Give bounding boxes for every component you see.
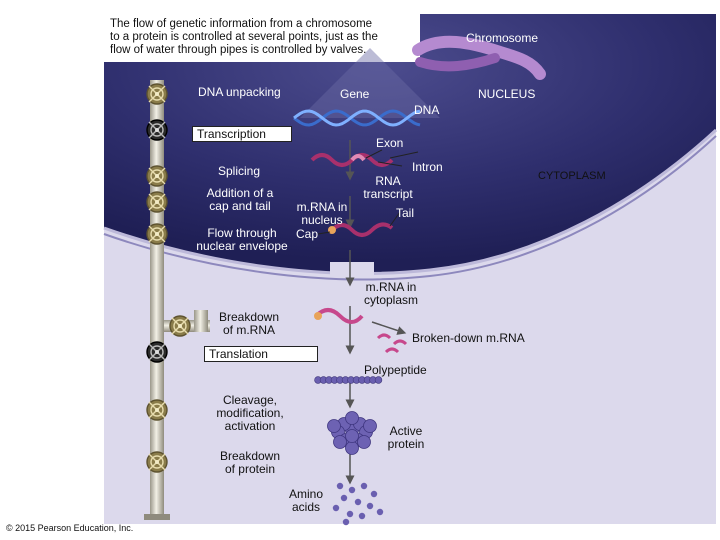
rna-transcript bbox=[310, 153, 394, 167]
cytoplasm-label: CYTOPLASM bbox=[538, 170, 606, 182]
protein-subunit bbox=[345, 411, 359, 425]
protein-subunit bbox=[345, 441, 359, 455]
gene-label: Gene bbox=[340, 87, 370, 101]
protein-subunit bbox=[327, 419, 341, 433]
mrna-nucleus-label: m.RNA in nucleus bbox=[290, 201, 354, 227]
step-cleavage-1: Cleavage, bbox=[222, 393, 278, 407]
step-breakdown-protein-1: Breakdown bbox=[219, 449, 281, 463]
mrna-cytoplasm-label-2: cytoplasm bbox=[363, 293, 419, 307]
caption-line-3: flow of water through pipes is controlle… bbox=[110, 44, 367, 56]
rna-transcript-label: RNA transcript bbox=[356, 175, 420, 201]
protein-subunit bbox=[333, 435, 347, 449]
step-cleavage: Cleavage, modification, activation bbox=[206, 394, 294, 433]
active-protein-label: Active protein bbox=[376, 425, 436, 451]
mrna-nucleus-label-1: m.RNA in bbox=[296, 200, 348, 214]
valve-icon bbox=[146, 165, 168, 187]
amino-acid bbox=[360, 482, 368, 490]
exon-label: Exon bbox=[376, 136, 404, 150]
step-transcription: Transcription bbox=[192, 126, 292, 142]
tail-label: Tail bbox=[396, 206, 415, 220]
nuclear-envelope bbox=[103, 128, 718, 275]
valve-icon bbox=[146, 191, 168, 213]
step-flow-2: nuclear envelope bbox=[196, 239, 288, 253]
active-protein-label-2: protein bbox=[387, 437, 425, 451]
leader-lines bbox=[317, 149, 419, 235]
dna-double-helix bbox=[293, 109, 421, 127]
polypeptide-label: Polypeptide bbox=[364, 363, 427, 377]
amino-acids-label-2: acids bbox=[291, 500, 320, 514]
nuclear-pore bbox=[330, 262, 374, 276]
protein-subunit bbox=[345, 429, 359, 443]
caption-line-1: The flow of genetic information from a c… bbox=[110, 18, 373, 30]
mrna-cytoplasm bbox=[314, 308, 364, 324]
step-flow-1: Flow through bbox=[207, 226, 277, 240]
step-flow: Flow through nuclear envelope bbox=[190, 227, 294, 253]
step-splicing: Splicing bbox=[218, 164, 261, 178]
step-cleavage-3: activation bbox=[224, 419, 276, 433]
amino-acids-label-1: Amino bbox=[288, 487, 323, 501]
gene-expansion bbox=[300, 48, 440, 118]
active-protein bbox=[327, 411, 377, 455]
nucleus-label: NUCLEUS bbox=[478, 87, 536, 101]
rna-transcript-label-2: transcript bbox=[363, 187, 413, 201]
amino-acid bbox=[336, 482, 344, 490]
step-breakdown-protein-2: of protein bbox=[224, 462, 276, 476]
amino-acid bbox=[358, 512, 366, 520]
protein-subunit bbox=[363, 419, 377, 433]
dna-strand-2 bbox=[293, 109, 421, 127]
dna-strand-1 bbox=[293, 109, 421, 127]
valve-icon bbox=[146, 451, 168, 473]
amino-acid bbox=[332, 504, 340, 512]
step-breakdown-mrna-1: Breakdown bbox=[218, 310, 280, 324]
amino-acids bbox=[332, 482, 384, 526]
polypeptide-bead bbox=[374, 376, 383, 384]
nucleus-region bbox=[104, 14, 716, 274]
polypeptide-chain bbox=[314, 376, 383, 384]
mrna-nucleus-label-2: nucleus bbox=[301, 213, 343, 227]
valve-icon bbox=[146, 341, 168, 363]
broken-mrna-label: Broken-down m.RNA bbox=[412, 331, 525, 345]
step-breakdown-protein: Breakdown of protein bbox=[212, 450, 288, 476]
amino-acid bbox=[346, 510, 354, 518]
flow-arrows bbox=[345, 140, 407, 485]
valve-icon bbox=[169, 315, 191, 337]
step-addition-1: Addition of a bbox=[206, 186, 274, 200]
step-translation: Translation bbox=[204, 346, 318, 362]
chromosome bbox=[412, 35, 546, 80]
step-breakdown-mrna-2: of m.RNA bbox=[222, 323, 275, 337]
step-breakdown-mrna: Breakdown of m.RNA bbox=[214, 311, 284, 337]
caption-line-2: to a protein is controlled at several po… bbox=[110, 31, 378, 43]
amino-acids-label: Amino acids bbox=[278, 488, 334, 514]
mrna-cytoplasm-label-1: m.RNA in bbox=[365, 280, 417, 294]
amino-acid bbox=[354, 498, 362, 506]
amino-acid bbox=[342, 518, 350, 526]
caption-box bbox=[104, 14, 420, 62]
valve-icon bbox=[146, 119, 168, 141]
valve-icon bbox=[146, 83, 168, 105]
valve-icon bbox=[146, 399, 168, 421]
dna-label: DNA bbox=[414, 103, 440, 117]
amino-acid bbox=[366, 502, 374, 510]
active-protein-label-1: Active bbox=[389, 424, 423, 438]
amino-acid bbox=[370, 490, 378, 498]
amino-acid bbox=[376, 508, 384, 516]
step-addition-2: cap and tail bbox=[209, 199, 271, 213]
amino-acid bbox=[348, 486, 356, 494]
broken-mrna bbox=[376, 333, 408, 354]
protein-subunit bbox=[357, 435, 371, 449]
cap-label: Cap bbox=[296, 227, 319, 241]
copyright-notice: © 2015 Pearson Education, Inc. bbox=[6, 523, 134, 533]
chromosome-label: Chromosome bbox=[466, 31, 539, 45]
step-dna-unpacking: DNA unpacking bbox=[198, 85, 281, 99]
mrna-cytoplasm-label: m.RNA in cytoplasm bbox=[358, 281, 424, 307]
amino-acid bbox=[340, 494, 348, 502]
valve-icon bbox=[146, 223, 168, 245]
rna-transcript-label-1: RNA bbox=[375, 174, 401, 188]
intron-label: Intron bbox=[412, 160, 443, 174]
step-cleavage-2: modification, bbox=[216, 406, 284, 420]
step-addition: Addition of a cap and tail bbox=[196, 187, 284, 213]
